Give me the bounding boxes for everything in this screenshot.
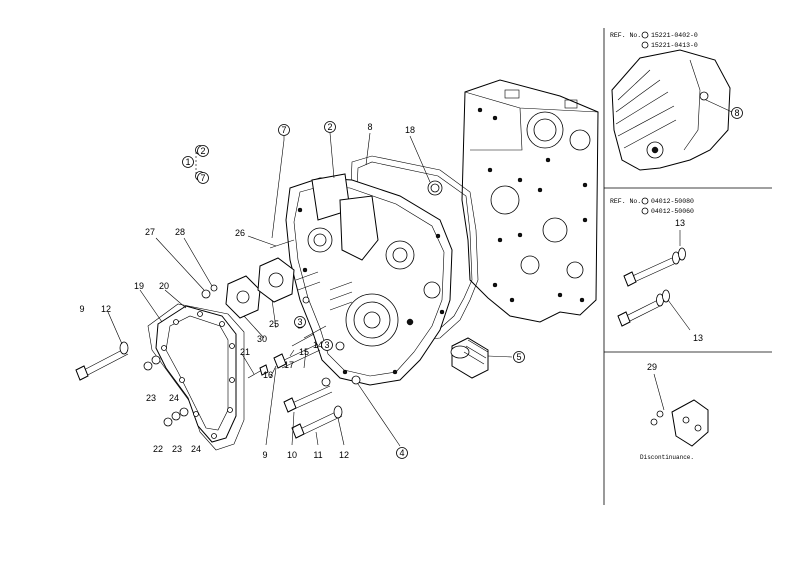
- callout-14: 14: [313, 340, 323, 350]
- callout-12-left: 12: [101, 304, 111, 314]
- ref-mid-code-2: 04012-50060: [651, 208, 694, 215]
- callout-22: 22: [153, 444, 163, 454]
- ref-mid-prefix: REF. No.: [610, 198, 641, 205]
- callout-2: 2: [327, 122, 332, 132]
- callout-3-lower: 3: [324, 340, 329, 350]
- ref-panel-bottom: 29 Discontinuance.: [640, 362, 709, 461]
- callout-3-upper: 3: [297, 317, 302, 327]
- engine-block: [461, 79, 599, 323]
- callout-7-small: 7: [200, 173, 205, 183]
- callout-18: 18: [405, 125, 415, 135]
- oil-filter-cartridge: [450, 337, 489, 379]
- callout-12-bottom: 12: [339, 450, 349, 460]
- ref-mid-callout-13-bottom: 13: [693, 333, 703, 343]
- callout-10: 10: [287, 450, 297, 460]
- ref-top-callout-8: 8: [734, 108, 739, 118]
- callout-labels: 1 2 7 7 2 8 18 27 28 26 19 20 9 12 21 23…: [79, 121, 525, 460]
- ref-panel-top: REF. No. 15221-0402-0 15221-0413-0 8: [610, 31, 743, 171]
- callout-20: 20: [159, 281, 169, 291]
- callout-11: 11: [313, 450, 322, 460]
- callout-2-small: 2: [200, 146, 205, 156]
- ref-mid-code-1: 04012-50080: [651, 198, 694, 205]
- cover-plate: [147, 303, 245, 451]
- callout-24-upper: 24: [169, 393, 179, 403]
- leader-lines: [107, 132, 513, 447]
- callout-7: 7: [281, 125, 286, 135]
- callout-26: 26: [235, 228, 245, 238]
- callout-30: 30: [257, 334, 267, 344]
- callout-28: 28: [175, 227, 185, 237]
- callout-1: 1: [185, 157, 190, 167]
- callout-15: 15: [299, 347, 309, 357]
- ref-mid-callout-13-top: 13: [675, 218, 685, 228]
- callout-8: 8: [367, 122, 372, 132]
- callout-23-lower: 23: [172, 444, 182, 454]
- ref-bottom-callout-29: 29: [647, 362, 657, 372]
- callout-19: 19: [134, 281, 144, 291]
- callout-4: 4: [399, 448, 404, 458]
- callout-17: 17: [284, 360, 294, 370]
- gear-case: [285, 173, 453, 386]
- ref-panel-middle: REF. No. 04012-50080 04012-50060 13 13: [610, 197, 703, 343]
- callout-27: 27: [145, 227, 155, 237]
- ref-top-code-2: 15221-0413-0: [651, 42, 698, 49]
- ref-top-prefix: REF. No.: [610, 32, 641, 39]
- ref-bottom-note: Discontinuance.: [640, 454, 694, 461]
- callout-23-upper: 23: [146, 393, 156, 403]
- callout-24-lower: 24: [191, 444, 201, 454]
- callout-5: 5: [516, 352, 521, 362]
- callout-9-bottom: 9: [262, 450, 267, 460]
- callout-25: 25: [269, 319, 279, 329]
- callout-9-left: 9: [79, 304, 84, 314]
- hardware: [75, 139, 361, 439]
- callout-16: 16: [263, 370, 273, 380]
- callout-21: 21: [240, 347, 250, 357]
- ref-top-code-1: 15221-0402-0: [651, 32, 698, 39]
